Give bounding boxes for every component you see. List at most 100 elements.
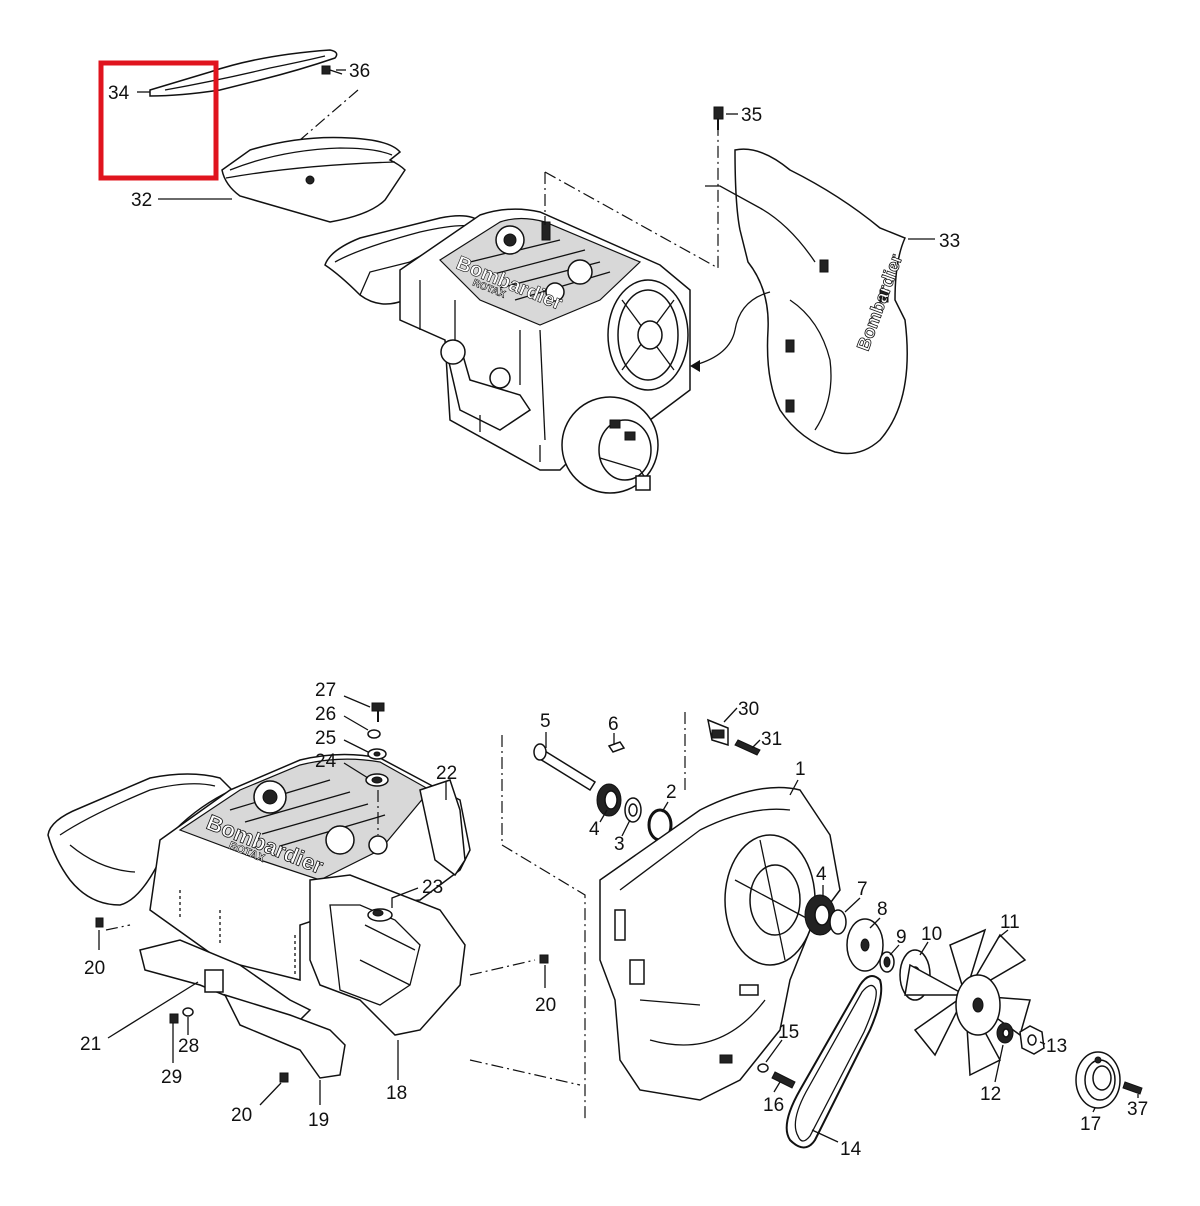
- part-20-screw-bottom[interactable]: [279, 1072, 289, 1083]
- callout-31: 31: [761, 729, 782, 750]
- part-28-washer[interactable]: [182, 1007, 194, 1017]
- callout-5: 5: [540, 711, 551, 732]
- part-35-bolt[interactable]: [713, 106, 724, 130]
- callout-14: 14: [840, 1139, 862, 1160]
- part-16-screw[interactable]: [771, 1071, 796, 1089]
- callout-23: 23: [422, 877, 443, 898]
- callout-12: 12: [980, 1084, 1001, 1105]
- callout-22: 22: [436, 763, 457, 784]
- part-24-grommet[interactable]: [365, 773, 389, 787]
- part-33-fan-housing[interactable]: Bombardier: [705, 148, 908, 455]
- callout-25: 25: [315, 728, 336, 749]
- part-25-washer[interactable]: [367, 748, 387, 760]
- part-17-cap[interactable]: [1075, 1051, 1121, 1109]
- part-31-screw[interactable]: [734, 739, 761, 756]
- part-1-fan-housing[interactable]: [599, 786, 841, 1101]
- part-15-washer[interactable]: [757, 1063, 769, 1073]
- assembly-box-housing: [501, 735, 586, 1120]
- part-37-screw[interactable]: [1122, 1081, 1143, 1095]
- callout-29: 29: [161, 1067, 182, 1088]
- callout-17: 17: [1080, 1114, 1101, 1135]
- callout-30: 30: [738, 699, 759, 720]
- callout-32: 32: [131, 190, 152, 211]
- callout-33: 33: [939, 231, 960, 252]
- part-18-duct[interactable]: [309, 874, 466, 1036]
- leader-7: [844, 897, 861, 913]
- leader-12: [994, 1044, 1004, 1083]
- part-3-spacer[interactable]: [624, 797, 642, 823]
- callout-6: 6: [608, 714, 619, 735]
- part-7-shim[interactable]: [829, 909, 847, 935]
- leader-26: [343, 715, 369, 731]
- callout-8: 8: [877, 899, 888, 920]
- callout-2: 2: [666, 782, 677, 803]
- part-20-screw-right[interactable]: [539, 954, 549, 964]
- top-engine-assembly[interactable]: Bombardier ROTAX: [324, 208, 691, 494]
- part-4-bearing-upper[interactable]: [596, 783, 622, 817]
- part-30-clip[interactable]: [706, 718, 729, 747]
- leader-11: [997, 929, 1009, 939]
- part-6-key[interactable]: [607, 741, 626, 753]
- leader-13: [1039, 1041, 1046, 1045]
- part-21-bracket[interactable]: [139, 939, 312, 1021]
- part-8-pulley[interactable]: [846, 918, 884, 972]
- leader-9: [889, 944, 900, 956]
- callout-3: 3: [614, 834, 625, 855]
- leader-27: [343, 695, 371, 708]
- assembly-line-housing: [544, 125, 719, 270]
- callout-27: 27: [315, 680, 336, 701]
- part-36-screw[interactable]: [321, 65, 343, 75]
- part-29-screw[interactable]: [169, 1013, 179, 1024]
- part-27-bolt[interactable]: [371, 702, 385, 722]
- callout-24: 24: [315, 751, 337, 772]
- part-23-grommet[interactable]: [372, 909, 384, 917]
- part-14-belt[interactable]: [785, 975, 883, 1149]
- callout-20-bottom: 20: [231, 1105, 252, 1126]
- callout-4-upper: 4: [589, 819, 600, 840]
- leader-20-bottom: [259, 1082, 282, 1106]
- callout-13: 13: [1046, 1036, 1067, 1057]
- part-5-shaft[interactable]: [533, 743, 597, 792]
- leader-14: [811, 1129, 839, 1143]
- callout-10: 10: [921, 924, 942, 945]
- part-22-valve-cover-assembly[interactable]: Bombardier ROTAX: [47, 753, 471, 981]
- leader-15: [765, 1039, 783, 1063]
- part-34-cover-strip[interactable]: [149, 49, 338, 97]
- callout-21: 21: [80, 1034, 101, 1055]
- callout-15: 15: [778, 1022, 799, 1043]
- callout-20-right: 20: [535, 995, 556, 1016]
- leader-3: [621, 819, 631, 837]
- callout-1: 1: [795, 759, 806, 780]
- leader-30: [723, 707, 738, 723]
- part-11-fan[interactable]: [904, 928, 1031, 1077]
- part-20-screw-left[interactable]: [95, 917, 104, 928]
- part-13-nut[interactable]: [1019, 1025, 1045, 1055]
- part-4-bearing-lower[interactable]: [804, 894, 836, 936]
- part-12-washer[interactable]: [996, 1022, 1014, 1044]
- assembly-line-36: [299, 89, 359, 141]
- arrow-head: [690, 360, 700, 372]
- leader-8: [869, 917, 881, 929]
- part-19-bracket[interactable]: [223, 993, 346, 1079]
- callout-26: 26: [315, 704, 336, 725]
- callout-19: 19: [308, 1110, 329, 1131]
- assembly-line-19: [469, 1059, 581, 1086]
- part-32-cover[interactable]: [221, 136, 406, 223]
- assembly-line-20-left: [105, 924, 131, 931]
- leader-25: [343, 739, 369, 753]
- leader-16: [773, 1081, 781, 1093]
- leader-24: [343, 762, 369, 779]
- assembly-line-20-right: [469, 959, 536, 976]
- part-9-spacer[interactable]: [879, 951, 895, 973]
- callout-34: 34: [108, 83, 130, 104]
- callout-28: 28: [178, 1036, 199, 1057]
- callout-35: 35: [741, 105, 762, 126]
- callout-36: 36: [349, 61, 370, 82]
- callout-9: 9: [896, 927, 907, 948]
- callout-20-left: 20: [84, 958, 105, 979]
- leader-4-upper: [599, 809, 608, 823]
- part-26-washer[interactable]: [367, 729, 381, 739]
- callout-7: 7: [857, 879, 868, 900]
- leader-2: [661, 801, 669, 813]
